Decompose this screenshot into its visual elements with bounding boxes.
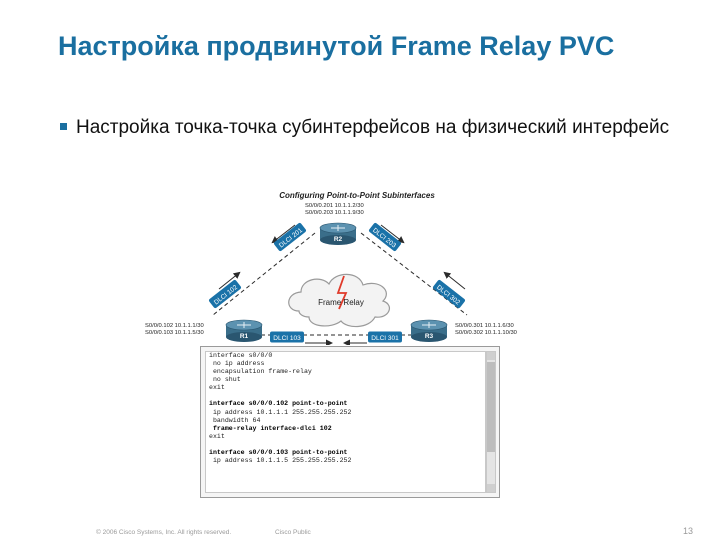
- router-r1-addr2: S0/0/0.103 10.1.1.5/30: [145, 330, 204, 336]
- dlci-badge-r3-up: DLCI 302: [433, 280, 465, 308]
- router-icon: [319, 222, 357, 245]
- bullet-item: Настройка точка-точка субинтерфейсов на …: [60, 116, 680, 140]
- code-line: bandwidth 64: [209, 416, 261, 424]
- slide-title: Настройка продвинутой Frame Relay PVC: [58, 31, 615, 61]
- code-line: encapsulation frame-relay: [209, 368, 312, 376]
- arrow-r1-up: [218, 271, 241, 290]
- arrow-r2-left: [271, 224, 296, 244]
- code-line: exit: [209, 384, 225, 392]
- router-r2: S0/0/0.201 10.1.1.2/30 S0/0/0.203 10.1.1…: [305, 203, 364, 245]
- dlci-label: DLCI 103: [273, 335, 301, 342]
- bullet-text: Настройка точка-точка субинтерфейсов на …: [76, 117, 670, 138]
- frame-relay-diagram: Configuring Point-to-Point Subinterfaces…: [145, 191, 517, 345]
- router-icon: [410, 319, 448, 342]
- router-r2-addr2: S0/0/0.203 10.1.1.9/30: [305, 210, 364, 216]
- code-line: [206, 392, 485, 400]
- config-window: interface s0/0/0 no ip address encapsula…: [200, 346, 500, 498]
- dlci-badge-r2-left: DLCI 201: [274, 223, 306, 251]
- page-number: 13: [683, 526, 694, 536]
- code-line: interface s0/0/0.103 point-to-point: [209, 448, 348, 456]
- dlci-badge-r1-right: DLCI 103: [270, 331, 304, 343]
- router-r3-label: R3: [425, 333, 434, 340]
- router-r3: S0/0/0.301 10.1.1.6/30 S0/0/0.302 10.1.1…: [410, 319, 517, 342]
- config-scrollbar[interactable]: [486, 351, 496, 493]
- code-line: no ip address: [209, 360, 265, 368]
- frame-relay-cloud-icon: Frame Relay: [288, 273, 391, 328]
- link-r2-r3: [360, 232, 468, 316]
- square-bullet-icon: [60, 123, 67, 130]
- router-r1: S0/0/0.102 10.1.1.1/30 S0/0/0.103 10.1.1…: [145, 319, 263, 342]
- code-line: ip address 10.1.1.1 255.255.255.252: [209, 408, 352, 416]
- footer-label: Cisco Public: [275, 529, 311, 536]
- code-line: [206, 441, 485, 449]
- scroll-down-icon[interactable]: [487, 484, 495, 492]
- link-r2-r1: [212, 232, 316, 316]
- router-r1-addr1: S0/0/0.102 10.1.1.1/30: [145, 323, 204, 329]
- diagram-caption: Configuring Point-to-Point Subinterfaces: [279, 191, 435, 200]
- arrow-r2-right: [380, 224, 405, 244]
- code-line: no shut: [209, 376, 241, 384]
- code-line: interface s0/0/0.102 point-to-point: [209, 400, 348, 408]
- router-r2-addr1: S0/0/0.201 10.1.1.2/30: [305, 203, 364, 209]
- code-line: frame-relay interface-dlci 102: [209, 424, 332, 432]
- code-line: ip address 10.1.1.5 255.255.255.252: [209, 457, 352, 465]
- scroll-up-icon[interactable]: [487, 352, 495, 360]
- code-line: exit: [209, 432, 225, 440]
- code-line: interface s0/0/0: [209, 352, 273, 359]
- arrow-r3-up: [443, 271, 466, 290]
- router-icon: [225, 319, 263, 342]
- scroll-thumb[interactable]: [487, 362, 495, 452]
- dlci-label: DLCI 301: [371, 335, 399, 342]
- router-r2-label: R2: [334, 236, 343, 243]
- router-r3-addr2: S0/0/0.302 10.1.1.10/30: [455, 330, 517, 336]
- config-code-area[interactable]: interface s0/0/0 no ip address encapsula…: [205, 351, 486, 493]
- dlci-badge-r3-left: DLCI 301: [368, 331, 402, 343]
- footer-copyright: © 2006 Cisco Systems, Inc. All rights re…: [96, 529, 232, 536]
- router-r1-label: R1: [240, 333, 249, 340]
- cloud-label: Frame Relay: [318, 298, 364, 307]
- router-r3-addr1: S0/0/0.301 10.1.1.6/30: [455, 323, 514, 329]
